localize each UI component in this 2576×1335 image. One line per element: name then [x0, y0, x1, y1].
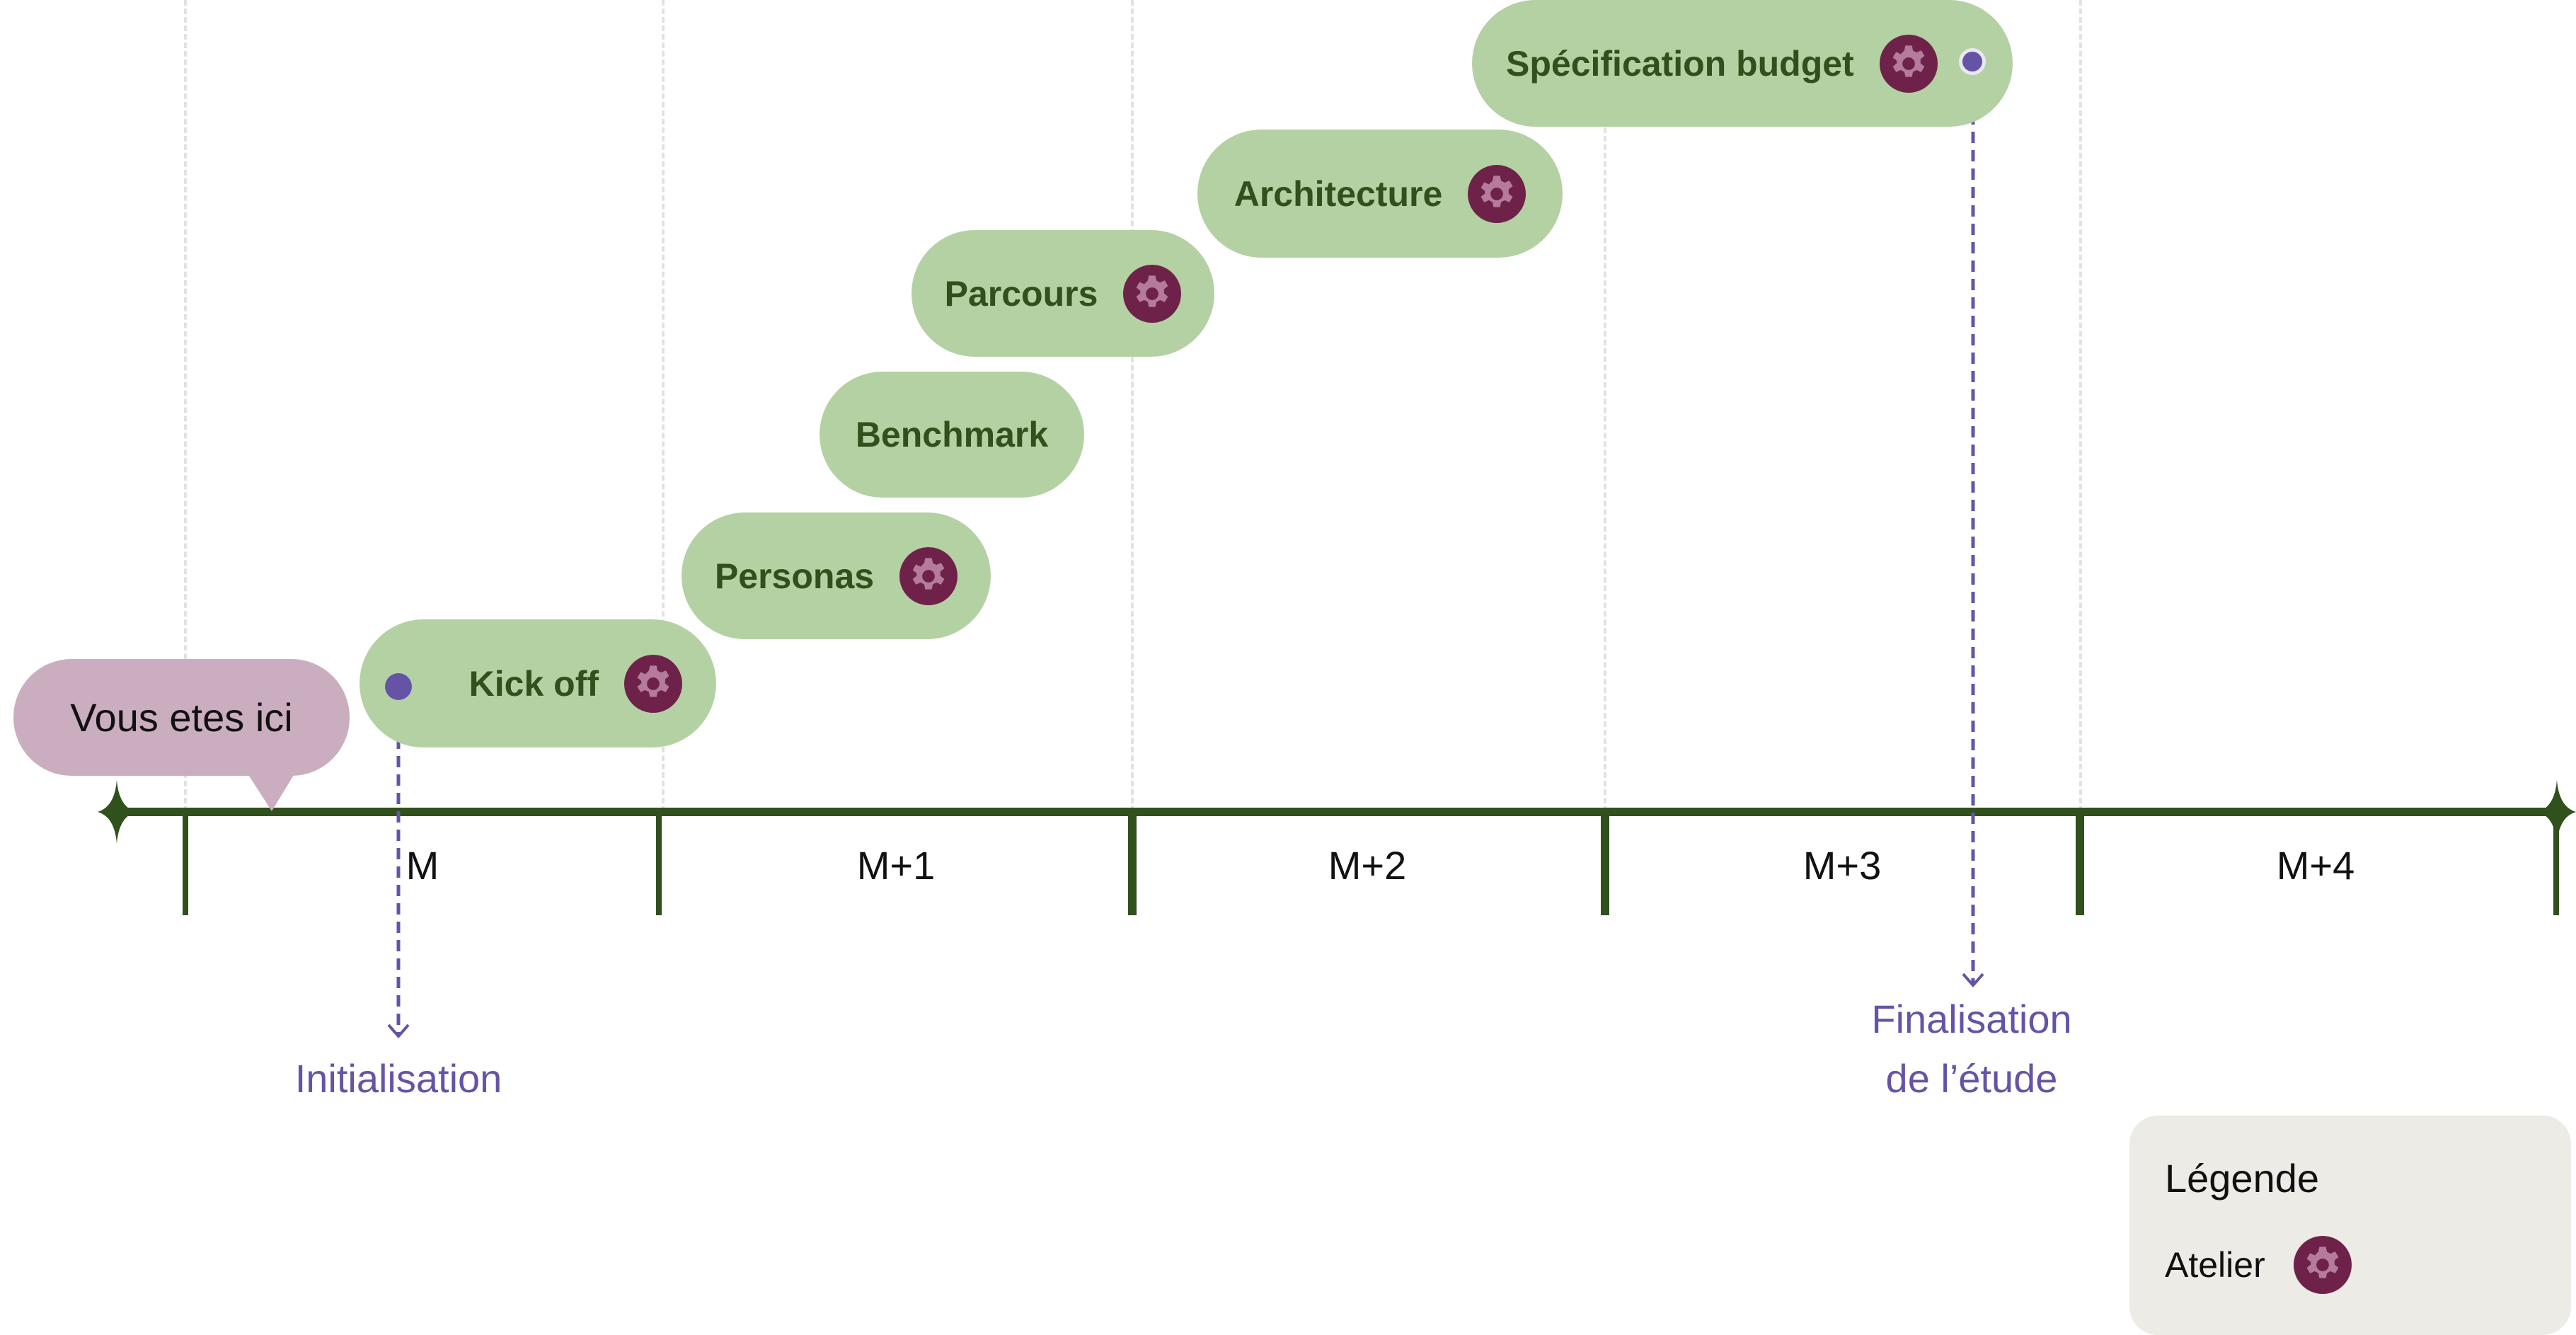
phase-label: Kick off	[468, 663, 599, 704]
end-milestone-label-line2: de l’étude	[1885, 1056, 2058, 1101]
gear-icon	[624, 654, 682, 713]
phase-kick-off[interactable]: Kick off	[360, 619, 716, 747]
phase-benchmark[interactable]: Benchmark	[820, 372, 1084, 498]
month-label: M+3	[1802, 843, 1882, 888]
phase-personas[interactable]: Personas	[682, 512, 991, 639]
gear-icon	[1123, 264, 1182, 323]
axis-tick	[2553, 812, 2559, 915]
end-milestone-label: Finalisation de l’étude	[1871, 990, 2071, 1108]
axis-tick	[1601, 812, 1609, 915]
axis-tick	[656, 812, 662, 915]
legend-title: Légende	[2165, 1156, 2320, 1201]
axis-tick	[183, 812, 188, 915]
gridline	[662, 0, 665, 812]
timeline-axis	[113, 808, 2562, 816]
axis-tick	[1128, 812, 1137, 915]
start-milestone-label: Initialisation	[294, 1056, 502, 1101]
legend-item-atelier: Atelier	[2165, 1236, 2352, 1294]
legend-item-label: Atelier	[2165, 1245, 2265, 1285]
phase-architecture[interactable]: Architecture	[1197, 130, 1563, 258]
phase-parcours[interactable]: Parcours	[912, 230, 1214, 357]
arrow-down-icon	[387, 1024, 410, 1039]
month-label: M+2	[1328, 843, 1407, 888]
month-label: M+4	[2276, 843, 2355, 888]
gear-icon	[1879, 34, 1938, 93]
gear-icon	[2293, 1236, 2352, 1294]
gridline	[2079, 0, 2082, 812]
phase-label: Parcours	[944, 273, 1098, 314]
phase-label: Personas	[714, 556, 875, 596]
gear-icon	[1468, 164, 1526, 223]
phase-label: Benchmark	[855, 415, 1049, 454]
you-are-here-callout: Vous etes ici	[13, 659, 350, 776]
gridline	[1604, 0, 1606, 812]
phase-label: Spécification budget	[1506, 43, 1854, 84]
you-are-here-label: Vous etes ici	[70, 695, 293, 740]
month-label: M+1	[856, 843, 936, 888]
phase-specification-budget[interactable]: Spécification budget	[1472, 0, 2013, 127]
legend: Légende Atelier	[2129, 1116, 2571, 1335]
gridline	[1131, 0, 1134, 812]
axis-tick	[2076, 812, 2084, 915]
axis-start-star-icon	[98, 780, 136, 844]
start-milestone-dot	[385, 673, 412, 700]
end-milestone-dot	[1959, 48, 1986, 75]
end-milestone-label-line1: Finalisation	[1871, 997, 2072, 1041]
month-label: M	[406, 843, 439, 888]
phase-label: Architecture	[1234, 173, 1443, 214]
gear-icon	[899, 546, 958, 605]
arrow-down-icon	[1962, 973, 1984, 988]
callout-pointer	[246, 772, 296, 811]
gridline	[184, 0, 187, 812]
